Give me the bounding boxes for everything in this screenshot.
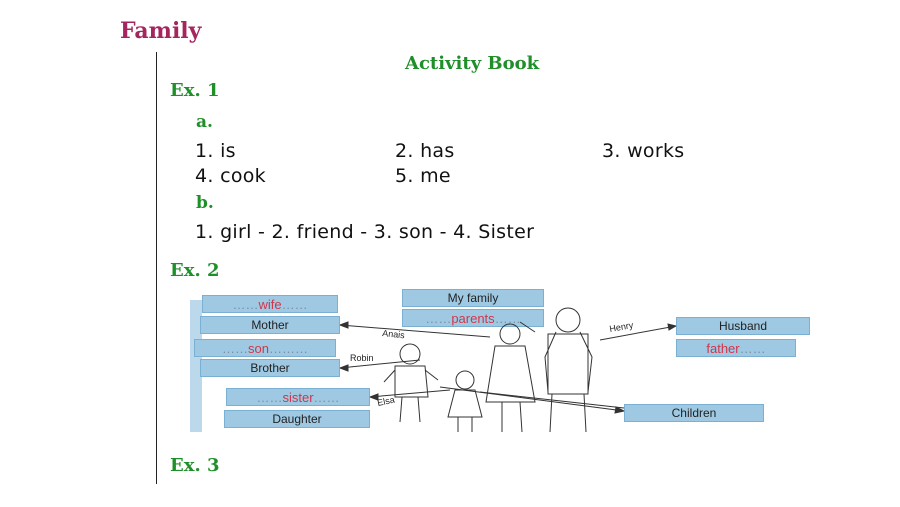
- answer-item: 2. has: [395, 140, 455, 162]
- exercise-2-label: Ex. 2: [170, 260, 220, 281]
- label-box-husband: Husband: [676, 317, 810, 335]
- name-label-anais: Anais: [382, 328, 406, 340]
- answer-item: 1. is: [195, 140, 236, 162]
- name-label-henry: Henry: [609, 320, 635, 334]
- answer-item: 5. me: [395, 165, 451, 187]
- label-box-children: Children: [624, 404, 764, 422]
- page-title: Family: [120, 18, 202, 44]
- exercise-1-part-b-label: b.: [196, 193, 214, 213]
- figure-edge-band: [190, 300, 202, 432]
- answer-box-father: father……: [676, 339, 796, 357]
- section-subtitle: Activity Book: [405, 53, 540, 74]
- family-illustration: Anais Robin Elsa Henry: [339, 307, 677, 433]
- answer-box-son: ……son………: [194, 339, 336, 357]
- answer-box-sister: ……sister……: [226, 388, 370, 406]
- exercise-1-part-a-label: a.: [196, 112, 213, 132]
- label-box-my-family: My family: [402, 289, 544, 307]
- family-figure: ……wife…… Mother ……son……… Brother ……siste…: [190, 282, 810, 437]
- answer-item: 3. works: [602, 140, 685, 162]
- answer-line: 1. girl - 2. friend - 3. son - 4. Sister: [195, 221, 535, 243]
- exercise-1-label: Ex. 1: [170, 80, 220, 101]
- label-box-daughter: Daughter: [224, 410, 370, 428]
- answer-box-wife: ……wife……: [202, 295, 338, 313]
- answer-item: 4. cook: [195, 165, 266, 187]
- label-box-brother: Brother: [200, 359, 340, 377]
- name-label-robin: Robin: [350, 353, 374, 363]
- margin-rule: [156, 52, 157, 484]
- exercise-3-label: Ex. 3: [170, 455, 220, 476]
- answer-box-parents: ……parents……: [402, 309, 544, 327]
- name-label-elsa: Elsa: [376, 395, 395, 408]
- label-box-mother: Mother: [200, 316, 340, 334]
